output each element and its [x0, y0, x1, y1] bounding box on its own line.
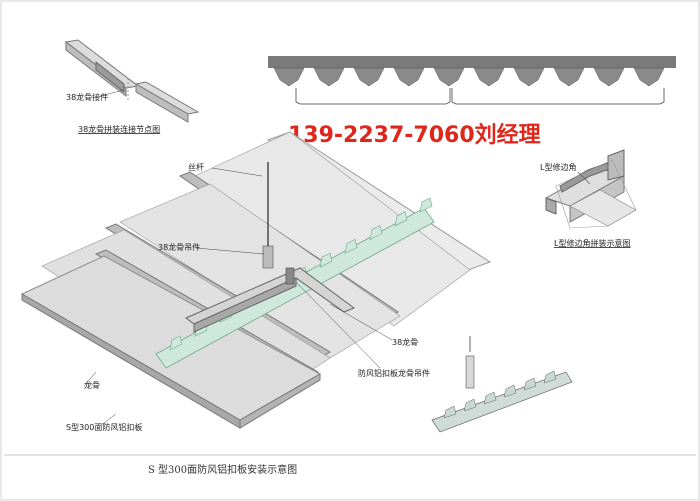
label-rod: 丝杆	[188, 162, 204, 172]
clip-tooth	[543, 370, 557, 384]
label-l-title: L型修边角拼装示意图	[554, 238, 630, 248]
label-hanger-38: 38龙骨吊件	[158, 242, 200, 252]
label-joint-piece: 38龙骨接件	[66, 92, 108, 102]
profile-tooth	[593, 67, 625, 87]
panel-profile-section	[268, 56, 676, 105]
label-keel: 龙骨	[84, 380, 100, 390]
keel-clip-tooth	[344, 238, 358, 254]
label-panel: S型300面防风铝扣板	[66, 422, 142, 432]
profile-tooth	[473, 67, 505, 87]
keel-clip-tooth	[369, 225, 383, 241]
label-keel-38: 38龙骨	[392, 337, 418, 347]
label-clip-hanger: 防风铝扣板龙骨吊件	[358, 368, 430, 378]
profile-tooth	[313, 67, 345, 87]
l-edge-trim-detail	[544, 149, 637, 229]
loose-clip-hanger	[431, 336, 573, 433]
contact-phone: 139-2237-7060刘经理	[288, 122, 541, 148]
clip-tooth	[503, 384, 517, 398]
panel-assembly	[20, 131, 492, 429]
clip-tooth	[443, 405, 457, 419]
profile-tooth	[633, 67, 665, 87]
profile-tooth	[353, 67, 385, 87]
clip-tooth	[463, 398, 477, 412]
keel-clip-tooth	[169, 335, 183, 351]
keel-joint-detail	[64, 39, 200, 123]
label-l-edge: L型修边角	[540, 162, 576, 172]
leader-lines	[83, 167, 393, 427]
profile-tooth	[513, 67, 545, 87]
keel-clip-tooth	[419, 197, 433, 213]
clip-tooth	[523, 377, 537, 391]
keel-clip-tooth	[319, 252, 333, 268]
profile-tooth	[273, 67, 305, 87]
profile-tooth	[393, 67, 425, 87]
profile-tooth	[433, 67, 465, 87]
profile-tooth	[553, 67, 585, 87]
clip-tooth	[483, 391, 497, 405]
keel-clip-tooth	[394, 211, 408, 227]
diagram-caption: S 型300面防风铝扣板安装示意图	[148, 463, 297, 476]
label-joint-title: 38龙骨拼装连接节点图	[78, 124, 160, 134]
